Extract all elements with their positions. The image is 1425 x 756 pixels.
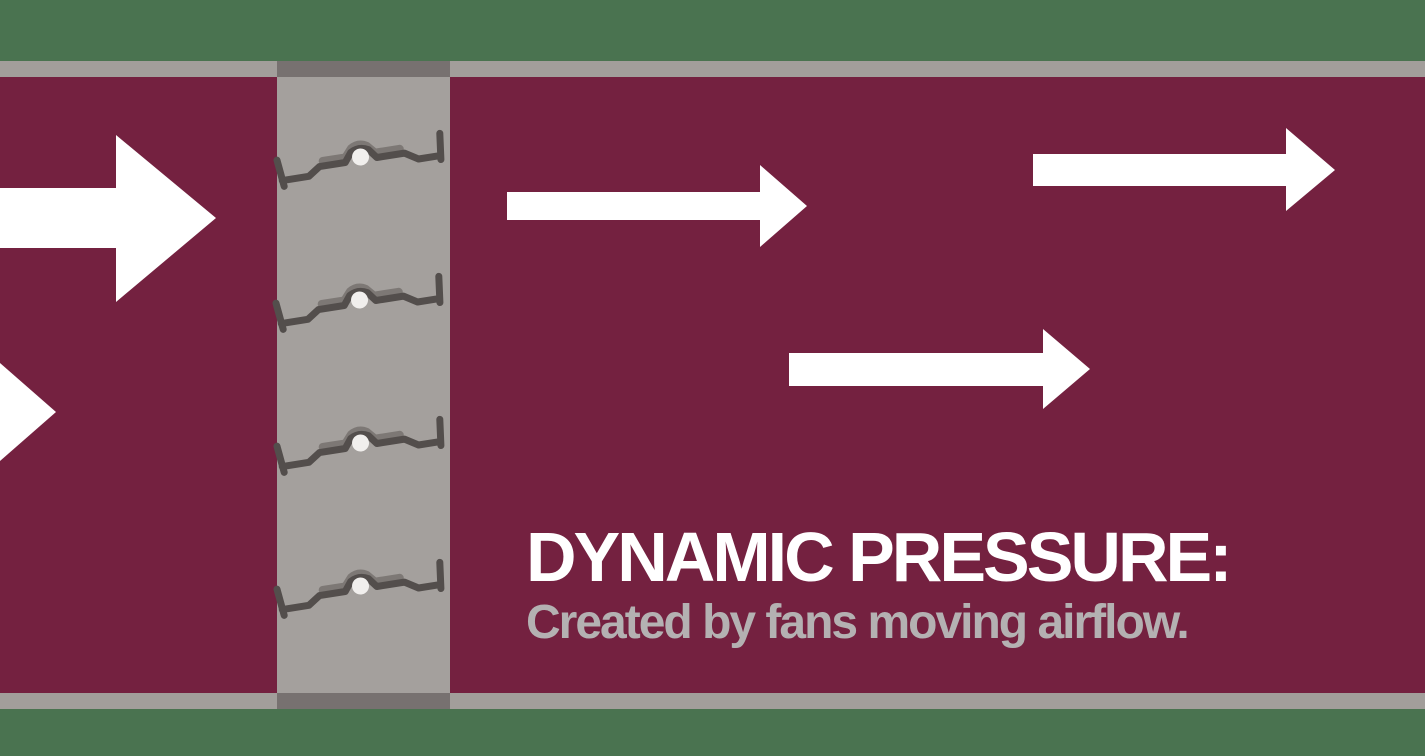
airflow-arrow-mid-right [789,329,1090,409]
damper-blade-3 [277,418,445,473]
top-wall-band [0,0,1425,61]
page-title: DYNAMIC PRESSURE: [526,518,1233,596]
damper-blade-2 [276,275,444,330]
damper-blade-4 [277,561,445,616]
fan-column-cap-top [277,61,450,77]
airflow-arrowhead-lower-left [0,363,56,461]
fan-column-cap-bottom [277,693,450,709]
airflow-arrow-top-right [1033,128,1335,211]
damper-blade-1 [277,132,445,187]
bottom-wall-band [0,709,1425,756]
airflow-arrow-large-left [0,135,216,302]
page-subtitle: Created by fans moving airflow. [526,596,1190,649]
airflow-arrow-mid-center [507,165,807,247]
